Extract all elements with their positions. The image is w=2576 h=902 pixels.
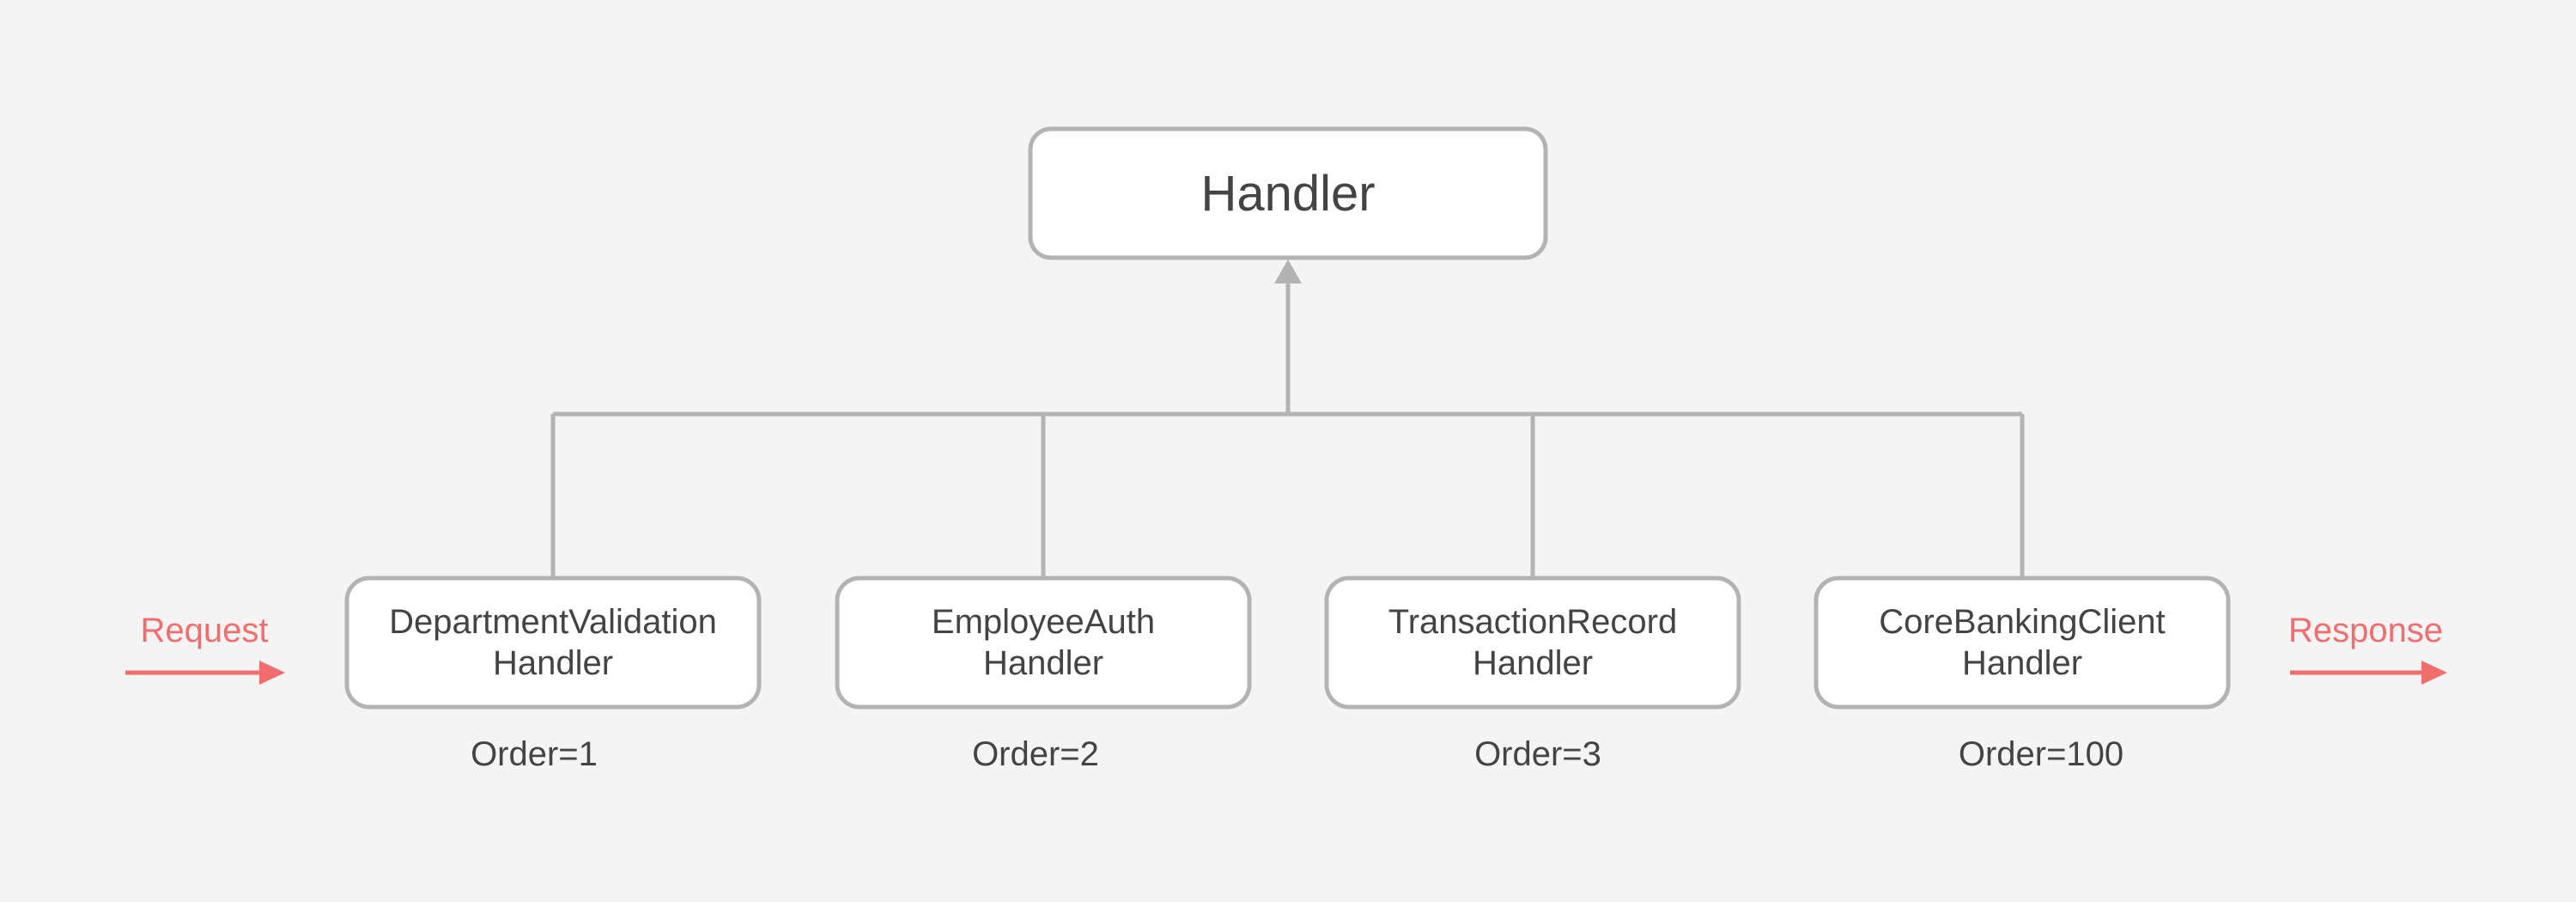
handler-order-label: Order=100 [1959, 735, 2123, 773]
handler-node-employee-auth: EmployeeAuth Handler Order=2 [835, 576, 1252, 773]
inheritance-arrowhead-icon [1274, 259, 1302, 283]
request-flow: Request [125, 612, 285, 685]
handler-order-label: Order=2 [972, 735, 1099, 773]
handler-label-line1: EmployeeAuth [932, 603, 1155, 641]
root-handler-node: Handler [1028, 126, 1548, 260]
handler-label-line2: Handler [983, 644, 1103, 682]
handler-label-line2: Handler [493, 644, 613, 682]
request-label: Request [141, 612, 269, 649]
handler-box [1814, 576, 2231, 710]
handler-label-line2: Handler [1962, 644, 2082, 682]
handler-label-line1: TransactionRecord [1388, 603, 1677, 641]
request-arrow-icon [259, 661, 285, 685]
handler-box [344, 576, 762, 710]
handler-label-line2: Handler [1473, 644, 1593, 682]
root-handler-label: Handler [1200, 166, 1375, 222]
handler-node-transaction-record: TransactionRecord Handler Order=3 [1324, 576, 1741, 773]
handler-order-label: Order=1 [471, 735, 598, 773]
response-label: Response [2288, 612, 2443, 649]
handler-box [1324, 576, 1741, 710]
handler-order-label: Order=3 [1474, 735, 1601, 773]
handler-box [835, 576, 1252, 710]
root-handler-box [1028, 126, 1548, 260]
handler-label-line1: CoreBankingClient [1879, 603, 2166, 641]
response-flow: Response [2288, 612, 2447, 685]
inheritance-connectors [550, 259, 2025, 578]
handler-node-core-banking-client: CoreBankingClient Handler Order=100 [1814, 576, 2231, 773]
handler-label-line1: DepartmentValidation [389, 603, 717, 641]
handler-node-department-validation: DepartmentValidation Handler Order=1 [344, 576, 762, 773]
response-arrow-icon [2421, 661, 2447, 685]
